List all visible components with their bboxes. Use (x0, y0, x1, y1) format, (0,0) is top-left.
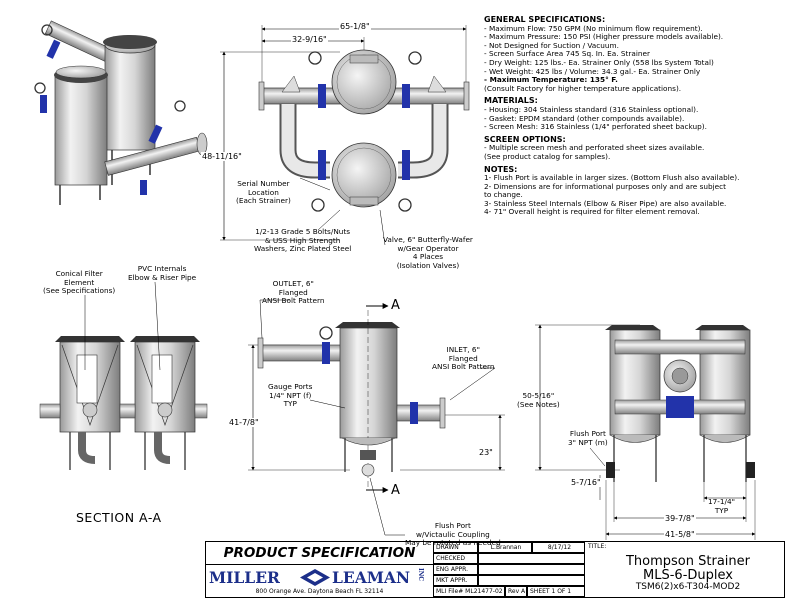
specifications-panel: GENERAL SPECIFICATIONS: - Maximum Flow: … (484, 15, 784, 221)
spec-line: (See product catalog for samples). (484, 151, 611, 161)
spec-line: - Gasket: EPDM standard (other compounds… (484, 113, 685, 123)
diamond-logo-icon (300, 569, 330, 586)
spec-line: - Maximum Temperature: 135° F. (484, 75, 618, 85)
section-mark-bottom: A (391, 483, 400, 498)
dim-side-height: 41-7/8" (228, 418, 260, 427)
revision: Rev A (505, 586, 527, 597)
mkt-approval-value (478, 575, 585, 586)
spec-line: - Screen Mesh: 316 Stainless (1/4" perfo… (484, 122, 707, 132)
note-line: to change. (484, 190, 523, 200)
general-specs: GENERAL SPECIFICATIONS: - Maximum Flow: … (484, 15, 784, 93)
spec-line: - Dry Weight: 125 lbs.- Ea. Strainer Onl… (484, 57, 714, 67)
note-line: 1- Flush Port is available in larger siz… (484, 173, 740, 183)
outlet-label: OUTLET, 6" Flanged ANSI Bolt Pattern (262, 279, 325, 305)
dim-total-width: 41-5/8" (664, 530, 696, 539)
serial-number-label: Serial Number Location (Each Strainer) (236, 179, 291, 205)
section-label: SECTION A-A (76, 510, 162, 525)
gauge-ports-label: Gauge Ports 1/4" NPT (f) TYP (268, 382, 313, 408)
title-line-1: Thompson Strainer (625, 554, 750, 569)
dim-flush-offset: 5-7/16" (570, 478, 602, 487)
inlet-label: INLET, 6" Flanged ANSI Bolt Pattern (432, 345, 495, 371)
drawn-date: 8/17/12 (532, 542, 585, 553)
section-mark-top: A (391, 298, 400, 313)
materials-heading: MATERIALS: (484, 96, 538, 106)
bolts-label: 1/2-13 Grade 5 Bolts/Nuts & USS High Str… (254, 227, 352, 253)
spec-line: (Consult Factory for higher temperature … (484, 83, 682, 93)
checked-label: CHECKED (433, 553, 478, 564)
notes: NOTES: 1- Flush Port is available in lar… (484, 164, 784, 218)
eng-approval-label: ENG APPR. (433, 564, 478, 575)
dim-half-width: 32-9/16" (291, 35, 328, 44)
dim-overall-width: 65-1/8" (339, 22, 371, 31)
file-number: MLI File# ML21477-02 (433, 586, 505, 597)
general-heading: GENERAL SPECIFICATIONS: (484, 15, 606, 24)
isometric-view (34, 20, 208, 205)
front-height-label: 50-5/16" (See Notes) (517, 391, 560, 409)
sheet-number: SHEET 1 OF 1 (527, 586, 585, 597)
notes-heading: NOTES: (484, 164, 518, 174)
spec-line: - Maximum Flow: 750 GPM (No minimum flow… (484, 23, 703, 33)
product-spec-heading: PRODUCT SPECIFICATION (206, 542, 433, 565)
materials-specs: MATERIALS: - Housing: 304 Stainless stan… (484, 97, 784, 131)
checked-value (478, 553, 585, 564)
company-address: 800 Orange Ave. Daytona Beach FL 32114 (255, 588, 384, 595)
dim-top-height: 48-11/16" (201, 152, 243, 161)
valve-label: Valve, 6" Butterfly-Wafer w/Gear Operato… (383, 235, 473, 270)
screen-options: SCREEN OPTIONS: - Multiple screen mesh a… (484, 134, 784, 162)
top-view (220, 25, 470, 246)
title-line-2: MLS-6-Duplex (643, 568, 733, 583)
note-line: 4- 71" Overall height is required for fi… (484, 207, 700, 217)
dim-inlet-height: 23" (478, 448, 494, 457)
drawn-label: DRAWN (433, 542, 478, 553)
dim-leg-spacing: 17-1/4" TYP (708, 497, 736, 515)
spec-line: - Not Designed for Suction / Vacuum. (484, 40, 619, 50)
title-line-3: TSM6(2)x6-T304-MOD2 (635, 582, 741, 592)
spec-line: - Wet Weight: 425 lbs / Volume: 34.3 gal… (484, 66, 701, 76)
note-line: 2- Dimensions are for informational purp… (484, 181, 727, 191)
dim-mid-width: 39-7/8" (664, 514, 696, 523)
screen-heading: SCREEN OPTIONS: (484, 134, 566, 144)
spec-line: - Multiple screen mesh and perforated sh… (484, 143, 705, 153)
pvc-internals-label: PVC Internals Elbow & Riser Pipe (128, 264, 197, 282)
mkt-approval-label: MKT APPR. (433, 575, 478, 586)
front-flush-label: Flush Port 3" NPT (m) (568, 429, 608, 447)
conical-filter-label: Conical Filter Element (See Specificatio… (43, 269, 116, 295)
company-logo: MILLER LEAMAN INC (209, 568, 424, 587)
spec-line: - Maximum Pressure: 150 PSI (Higher pres… (484, 32, 724, 42)
eng-approval-value (478, 564, 585, 575)
section-view (39, 281, 208, 470)
front-view (535, 324, 756, 540)
side-view (248, 299, 505, 536)
title-label: TITLE: (588, 543, 607, 550)
title-block: PRODUCT SPECIFICATION MILLER LEAMAN INC … (205, 541, 785, 598)
spec-line: - Screen Surface Area 745 Sq. In. Ea. St… (484, 49, 650, 59)
note-line: 3- Stainless Steel Internals (Elbow & Ri… (484, 198, 727, 208)
drawn-by: L.Brannan (478, 542, 532, 553)
spec-line: - Housing: 304 Stainless standard (316 S… (484, 104, 699, 114)
